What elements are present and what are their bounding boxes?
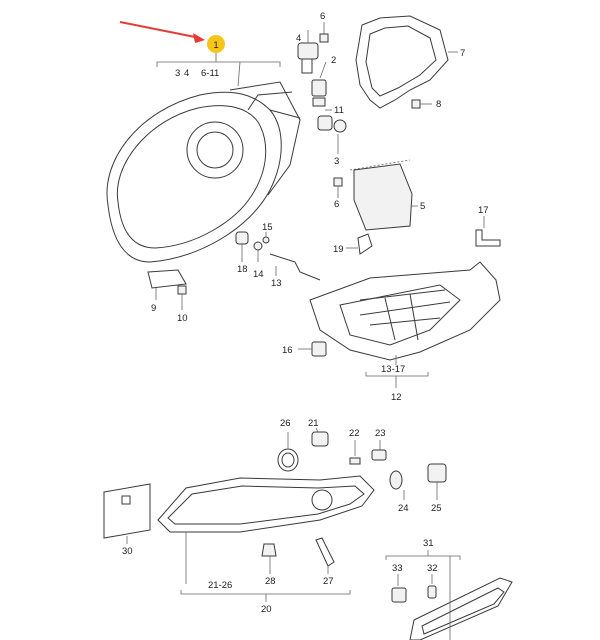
part-32-bulb[interactable]: [427, 574, 437, 599]
label-2: 2: [331, 55, 336, 66]
part-2-connector[interactable]: [311, 61, 327, 97]
label-20: 20: [261, 604, 272, 615]
label-6a: 6: [320, 11, 325, 22]
bracket-31: [385, 550, 461, 640]
part-13-adjuster-rod[interactable]: [269, 253, 321, 281]
label-14: 14: [253, 269, 264, 280]
label-25: 25: [431, 503, 442, 514]
label-24: 24: [398, 503, 409, 514]
label-26: 26: [280, 418, 291, 429]
part-7-rear-cover[interactable]: [355, 15, 458, 109]
label-5: 5: [420, 201, 425, 212]
part-33-socket[interactable]: [391, 574, 407, 603]
label-13: 13: [271, 278, 282, 289]
label-22: 22: [349, 428, 360, 439]
label-6b: 6: [334, 199, 339, 210]
label-27: 27: [323, 576, 334, 587]
label-1: 1: [213, 40, 218, 51]
part-9-module[interactable]: [147, 269, 187, 300]
label-32: 32: [427, 563, 438, 574]
part-19-bracket[interactable]: [346, 233, 373, 255]
part-23-bulb[interactable]: [371, 440, 387, 461]
pointer-arrow: [119, 21, 205, 43]
headlamp-housing[interactable]: [106, 81, 301, 263]
label-13-17: 13-17: [381, 364, 405, 375]
label-30: 30: [122, 546, 133, 557]
part-11-gasket[interactable]: [312, 97, 332, 111]
part-3-bulb[interactable]: [317, 115, 347, 154]
part-6-screw[interactable]: [319, 22, 329, 43]
part-30-instruction-card[interactable]: [103, 483, 151, 544]
part-6-screw-lower[interactable]: [333, 177, 343, 198]
label-18: 18: [237, 264, 248, 275]
bracket-21-26: [180, 532, 351, 602]
label-9: 9: [151, 303, 156, 314]
part-26-seal[interactable]: [277, 432, 299, 472]
label-21-26: 21-26: [208, 580, 232, 591]
label-28: 28: [265, 576, 276, 587]
label-10: 10: [177, 313, 188, 324]
label-21: 21: [308, 418, 319, 429]
part-22-bulb[interactable]: [349, 440, 361, 465]
part-28-grommet[interactable]: [261, 543, 277, 574]
label-3b: 3: [334, 156, 339, 167]
part-4-bulb-holder[interactable]: [297, 30, 319, 74]
part-24-bulb[interactable]: [389, 470, 405, 500]
part-18-grommet[interactable]: [235, 231, 249, 262]
label-4: 4: [184, 68, 189, 79]
part-12-undercover[interactable]: [309, 261, 501, 361]
part-25-socket[interactable]: [427, 463, 447, 500]
part-14-washer[interactable]: [253, 241, 263, 262]
label-3: 3: [175, 68, 180, 79]
part-16-plug[interactable]: [298, 341, 327, 357]
label-11: 11: [334, 105, 344, 116]
bracket-headlamp-assembly: [156, 53, 281, 87]
label-17: 17: [478, 205, 489, 216]
part-10-screw[interactable]: [177, 285, 187, 310]
label-15: 15: [262, 222, 273, 233]
label-8: 8: [436, 99, 441, 110]
label-19: 19: [333, 244, 344, 255]
part-21-bulb[interactable]: [311, 427, 329, 447]
front-indicator-light[interactable]: [157, 475, 375, 533]
part-17-clip[interactable]: [475, 216, 501, 247]
part-8-screw[interactable]: [411, 99, 432, 109]
label-16: 16: [282, 345, 293, 356]
label-31: 31: [423, 538, 434, 549]
label-33: 33: [392, 563, 403, 574]
part-31-side-marker[interactable]: [409, 577, 513, 640]
part-27-clip[interactable]: [315, 537, 335, 574]
part-5-control-unit[interactable]: [349, 159, 418, 231]
label-6-11: 6-11: [201, 68, 219, 79]
label-7: 7: [460, 48, 465, 59]
bracket-13-17: [365, 355, 429, 388]
label-23: 23: [375, 428, 386, 439]
callout-1-highlight[interactable]: 1: [207, 35, 225, 53]
label-4b: 4: [296, 33, 301, 44]
part-15-nut[interactable]: [262, 232, 270, 244]
label-12: 12: [391, 392, 402, 403]
